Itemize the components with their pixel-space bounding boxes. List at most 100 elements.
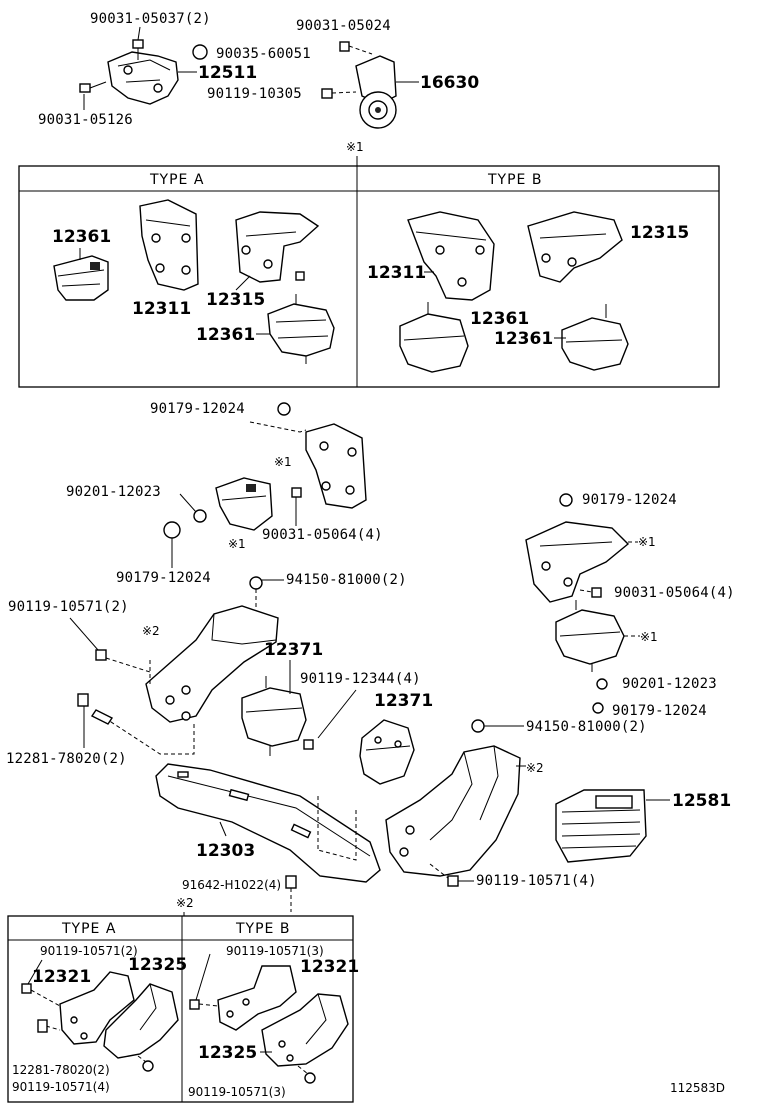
bottom-b-label-12321: 12321 — [300, 957, 359, 977]
top-b-insulator-12361b — [561, 304, 629, 371]
label-90201-12023-a: 90201-12023 — [66, 484, 161, 500]
ref-mark-1-top: ※1 — [346, 140, 364, 154]
nut-90179-12024-c — [559, 493, 573, 507]
label-90179-12024-c: 90179-12024 — [582, 492, 677, 508]
ref-mark-1-c: ※1 — [228, 537, 246, 551]
label-90119-12344: 90119-12344(4) — [300, 671, 421, 687]
label-12281-78020-a: 12281-78020(2) — [6, 751, 127, 767]
label-90119-10305: 90119-10305 — [207, 86, 302, 102]
top-a-label-12311: 12311 — [132, 299, 191, 319]
bottom-a-label-90119-10571-2: 90119-10571(2) — [40, 944, 138, 958]
label-90119-10571-a: 90119-10571(2) — [8, 599, 129, 615]
ref-mark-2-b: ※2 — [176, 896, 194, 910]
washer-90201-12023-b — [596, 678, 608, 690]
stud-12281-78020-a — [77, 693, 89, 707]
bottom-a-label-12325: 12325 — [128, 955, 187, 975]
bottom-b-label-12325: 12325 — [198, 1043, 257, 1063]
bolt-91642-h1022 — [285, 875, 297, 889]
label-90031-05126: 90031-05126 — [38, 112, 133, 128]
type-box-top — [18, 165, 720, 388]
washer-90201-12023-a — [193, 509, 207, 523]
bottom-b-label-90119-10571-3-top: 90119-10571(3) — [226, 944, 324, 958]
bolt-90031-05064-a — [291, 487, 302, 498]
bottom-a-label-90119-10571-4: 90119-10571(4) — [12, 1080, 110, 1094]
ref-mark-1-d: ※1 — [638, 535, 656, 549]
label-90179-12024-a: 90179-12024 — [150, 401, 245, 417]
bottom-box-type-a-header: TYPE A — [61, 921, 116, 937]
bottom-b-bolt-bottom — [304, 1072, 316, 1084]
bolt-90119-10305 — [321, 88, 357, 99]
ref-mark-1-e: ※1 — [640, 630, 658, 644]
label-90179-12024-d: 90179-12024 — [612, 703, 707, 719]
bolt-90031-05126 — [79, 81, 107, 93]
top-b-bracket-12311 — [407, 211, 495, 301]
bottom-a-label-12281-78020: 12281-78020(2) — [12, 1063, 110, 1077]
top-a-label-12361: 12361 — [52, 227, 111, 247]
bolt-90119-12344 — [303, 739, 314, 750]
label-94150-81000-a: 94150-81000(2) — [286, 572, 407, 588]
label-12511: 12511 — [198, 63, 257, 83]
label-90201-12023-b: 90201-12023 — [622, 676, 717, 692]
bolt-90119-10571-a — [95, 649, 107, 661]
bottom-a-bolt-bottom — [142, 1060, 154, 1072]
rear-insulator-right — [555, 600, 625, 672]
ref-mark-1-b: ※1 — [274, 455, 292, 469]
heat-insulator-12581 — [555, 789, 647, 863]
bottom-b-bracket-12325 — [261, 993, 349, 1067]
label-90035-60051: 90035-60051 — [216, 46, 311, 62]
type-box-bottom — [7, 915, 354, 1103]
ref-mark-2-c: ※2 — [526, 761, 544, 775]
nut-90035-60051 — [192, 44, 208, 60]
top-a-insulator-12361b — [267, 294, 335, 364]
bracket-12511 — [107, 51, 179, 105]
top-b-label-12315: 12315 — [630, 223, 689, 243]
top-a-bracket-12315 — [235, 211, 320, 283]
label-90031-05064-a: 90031-05064(4) — [262, 527, 383, 543]
bolt-90031-05064-b — [591, 587, 602, 598]
top-box-type-a-header: TYPE A — [149, 172, 204, 188]
top-a-label-12361b: 12361 — [196, 325, 255, 345]
bolt-90031-05024 — [339, 41, 373, 55]
label-94150-81000-b: 94150-81000(2) — [526, 719, 647, 735]
label-90179-12024-b: 90179-12024 — [116, 570, 211, 586]
top-b-bracket-12315 — [527, 211, 623, 283]
idler-pulley-16630 — [355, 55, 397, 129]
bottom-a-bracket-12325 — [103, 983, 179, 1059]
nut-94150-81000-a — [249, 576, 263, 590]
nut-90179-12024-d — [592, 702, 604, 714]
engine-mount-bracket-left — [145, 605, 279, 723]
nut-94150-81000-b — [471, 719, 485, 733]
bottom-b-bracket-12321 — [217, 965, 297, 1031]
top-b-label-12361: 12361 — [470, 309, 529, 329]
top-a-label-12315: 12315 — [206, 290, 265, 310]
label-90031-05064-b: 90031-05064(4) — [614, 585, 735, 601]
crossmember-12303 — [155, 763, 381, 883]
label-90031-05037: 90031-05037(2) — [90, 11, 211, 27]
label-90119-10571-b: 90119-10571(4) — [476, 873, 597, 889]
bottom-b-bolt-top — [189, 999, 200, 1010]
top-b-insulator-12361 — [399, 302, 469, 373]
top-a-insulator-12361 — [53, 255, 109, 301]
top-box-type-b-header: TYPE B — [487, 172, 542, 188]
top-b-label-12361b: 12361 — [494, 329, 553, 349]
bottom-a-bolt-top — [21, 983, 32, 994]
bottom-a-stud — [37, 1019, 48, 1033]
diagram-code: 112583D — [670, 1081, 725, 1095]
label-12581: 12581 — [672, 791, 731, 811]
insulator-12371-b — [359, 719, 415, 785]
label-12371-a: 12371 — [264, 640, 323, 660]
front-bracket-mid — [305, 423, 367, 509]
bolt-90119-10571-b — [447, 875, 459, 887]
nut-90179-12024-b — [163, 521, 181, 539]
ref-mark-2-a: ※2 — [142, 624, 160, 638]
nut-90179-12024-a — [277, 402, 291, 416]
top-a-bracket-12311 — [139, 199, 199, 291]
label-16630: 16630 — [420, 73, 479, 93]
bottom-a-bracket-12321 — [59, 971, 135, 1045]
insulator-12371-a — [241, 676, 307, 756]
label-12371-b: 12371 — [374, 691, 433, 711]
bottom-box-type-b-header: TYPE B — [235, 921, 290, 937]
bottom-b-label-90119-10571-3-bottom: 90119-10571(3) — [188, 1085, 286, 1099]
label-91642-h1022: 91642-H1022(4) — [182, 878, 281, 892]
